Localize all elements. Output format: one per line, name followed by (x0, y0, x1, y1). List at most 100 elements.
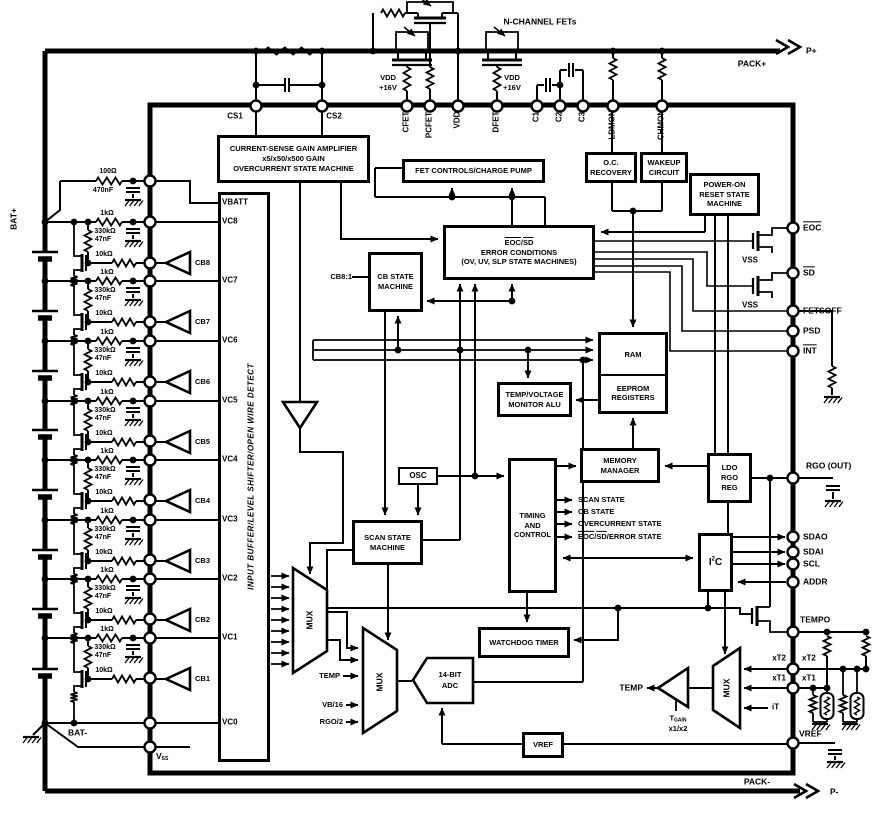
ic-pin[interactable] (530, 99, 544, 113)
mux3-it-label: iT (772, 702, 780, 712)
r1k-label: 1kΩ (100, 508, 114, 516)
wire (327, 611, 359, 652)
ic-pin[interactable] (143, 493, 157, 507)
ic-pin[interactable] (143, 274, 157, 288)
c470-label: 470nF (92, 187, 114, 195)
ic-pin[interactable] (786, 625, 800, 639)
r330k-label: 330kΩ (94, 526, 116, 534)
ic-pin[interactable] (143, 513, 157, 527)
adc-label-line2: ADC (441, 680, 459, 690)
ic-pin[interactable] (786, 575, 800, 589)
level-shift-amp-triangle (280, 400, 320, 431)
junction-dot (129, 456, 137, 464)
block-text: OSC (409, 470, 427, 480)
junction-dot (84, 218, 92, 226)
adc-label-line1: 14-BIT (438, 669, 462, 679)
pin-label-vc7: VC7 (222, 275, 238, 285)
ic-pin[interactable] (143, 572, 157, 586)
ic-pin[interactable] (143, 671, 157, 685)
ic-pin[interactable] (143, 740, 157, 754)
junction-dot (41, 456, 49, 464)
wire (299, 428, 344, 575)
wire (758, 272, 788, 281)
ic-pin[interactable] (655, 99, 669, 113)
block-text: RECOVERY (590, 167, 632, 177)
resistor (860, 635, 872, 657)
wire (327, 639, 359, 664)
ic-pin[interactable] (786, 557, 800, 571)
ic-pin[interactable] (451, 99, 465, 113)
wire (73, 567, 82, 574)
ic-pin[interactable] (786, 266, 800, 280)
cb-state-machine-block: CB STATE MACHINE (368, 252, 423, 312)
junction-dot (70, 516, 78, 524)
ic-pin[interactable] (143, 334, 157, 348)
status-scan-state: SCAN STATE (578, 494, 625, 504)
ic-pin[interactable] (143, 612, 157, 626)
oc-recovery-block: O.C. RECOVERY (585, 152, 637, 183)
resistor (82, 348, 94, 372)
ic-pin[interactable] (786, 221, 800, 235)
ic-pin[interactable] (143, 394, 157, 408)
cb-label: CB8 (195, 257, 211, 267)
resistor (82, 586, 94, 610)
ic-pin[interactable] (143, 215, 157, 229)
resistor (837, 694, 849, 714)
resistor (95, 573, 123, 585)
mux2-label: MUX (374, 672, 385, 692)
r10k-label: 10kΩ (95, 370, 113, 378)
ic-pin[interactable] (400, 99, 414, 113)
junction-dot (823, 684, 831, 692)
resistor (70, 691, 78, 703)
junction-dot (129, 218, 137, 226)
ic-pin[interactable] (490, 99, 504, 113)
resistor (823, 696, 831, 716)
r1k-label: 1kΩ (100, 567, 114, 575)
ic-pin[interactable] (786, 681, 800, 695)
cb-label: CB2 (195, 614, 211, 624)
junction-dot (658, 47, 666, 55)
ic-pin[interactable] (143, 434, 157, 448)
ic-pin[interactable] (786, 304, 800, 318)
ic-pin[interactable] (553, 99, 567, 113)
ic-pin[interactable] (143, 453, 157, 467)
ic-pin[interactable] (786, 324, 800, 338)
ic-pin[interactable] (143, 174, 157, 188)
ic-pin[interactable] (143, 256, 157, 270)
ground-symbol (124, 655, 144, 664)
ic-pin[interactable] (315, 99, 329, 113)
ic-pin[interactable] (786, 530, 800, 544)
ic-pin[interactable] (786, 662, 800, 676)
junction-dot (84, 634, 92, 642)
ic-pin[interactable] (786, 344, 800, 358)
ic-pin[interactable] (786, 471, 800, 485)
ic-pin[interactable] (786, 545, 800, 559)
pin-label-sdao: SDAO (803, 531, 828, 542)
block-text: REGISTERS (611, 393, 655, 403)
r10k-label: 10kΩ (95, 310, 113, 318)
ic-pin[interactable] (606, 99, 620, 113)
junction-dot (609, 47, 617, 55)
vdd-16v-label-2b: +16V (503, 82, 521, 92)
ic-pin[interactable] (576, 99, 590, 113)
junction-dot (524, 346, 532, 354)
vdd-16v-label-1a: VDD (380, 72, 396, 82)
ic-pin[interactable] (143, 315, 157, 329)
junction-dot (704, 604, 712, 612)
ic-pin[interactable] (143, 716, 157, 730)
pin-label-vc0: VC0 (222, 717, 238, 727)
wire (73, 507, 82, 514)
ic-pin[interactable] (249, 99, 263, 113)
pin-label-addr: ADDR (803, 576, 828, 587)
ic-pin[interactable] (143, 553, 157, 567)
ic-pin[interactable] (143, 631, 157, 645)
ic-pin[interactable] (423, 99, 437, 113)
wire (340, 183, 439, 243)
junction-dot (84, 259, 92, 267)
ic-pin[interactable] (786, 736, 800, 750)
ic-pin[interactable] (143, 375, 157, 389)
junction-dot (579, 356, 587, 364)
block-text: CONTROL (513, 530, 552, 540)
pin-label-vdd: VDD (452, 111, 462, 129)
power-on-reset-block: POWER-ON RESET STATE MACHINE (689, 173, 760, 216)
